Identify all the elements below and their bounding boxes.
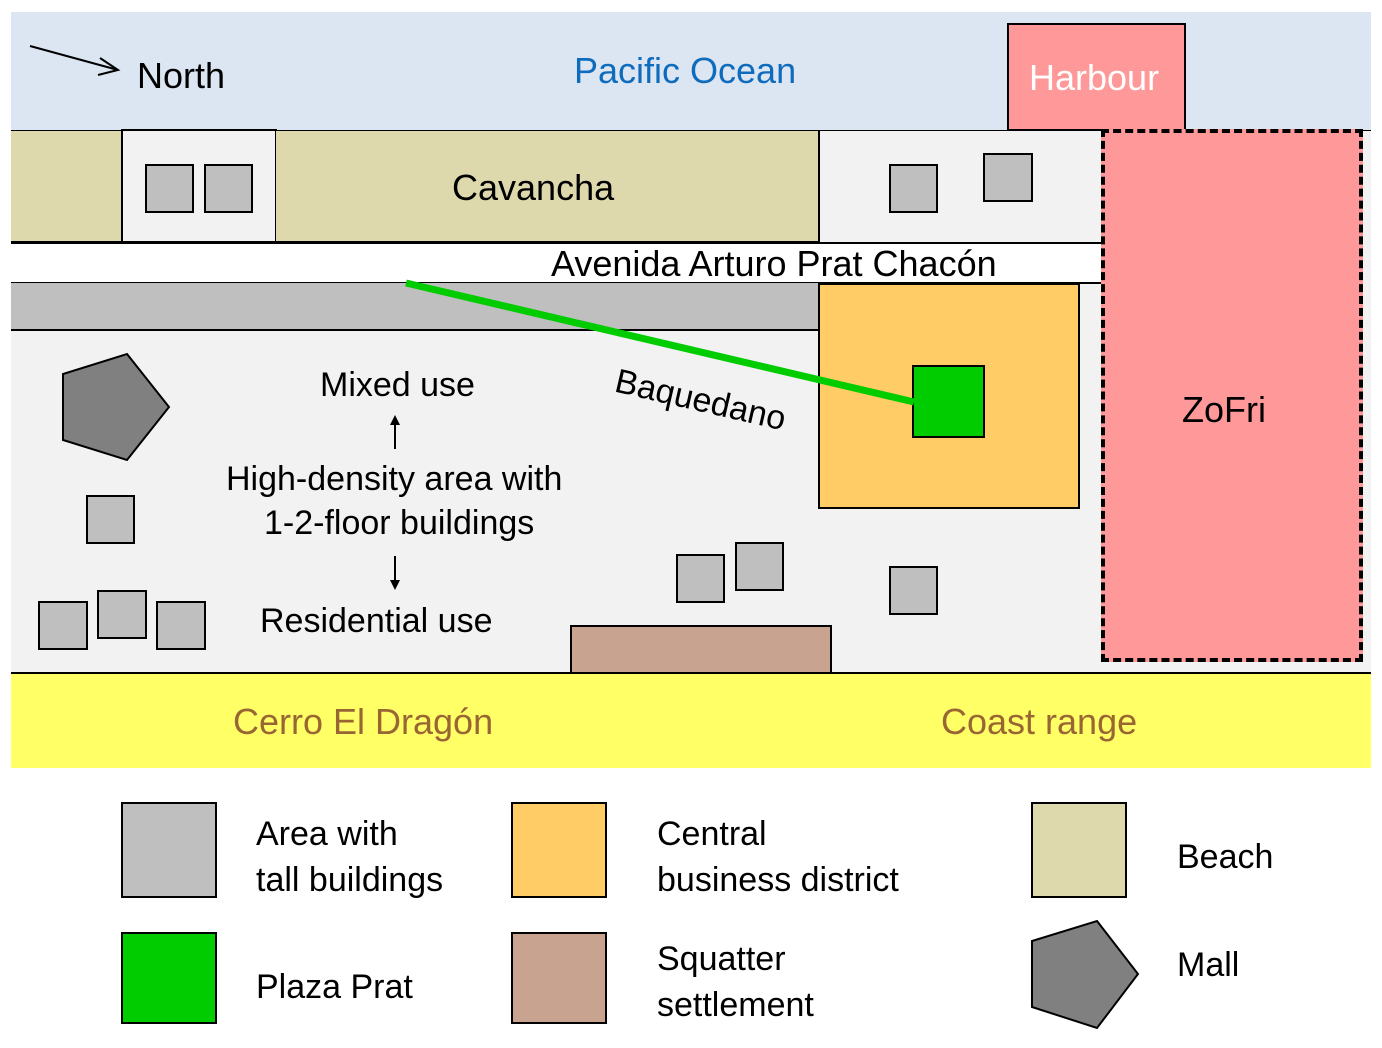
tall-building [204, 164, 253, 213]
baquedano-street [405, 279, 915, 406]
tall-building [889, 566, 938, 615]
density-label-line2: 1-2-floor buildings [264, 504, 535, 542]
zofri [1101, 129, 1363, 662]
beach-label: Cavancha [452, 167, 615, 208]
beach-left [11, 130, 122, 243]
legend-label-squatter: Squatter settlement [657, 940, 814, 1024]
tall-building [145, 164, 194, 213]
tall-building [156, 601, 206, 650]
tall-building [983, 153, 1033, 202]
tall-building [676, 554, 725, 603]
legend-swatch-plaza [121, 932, 217, 1024]
residential-use-label: Residential use [260, 602, 493, 640]
tall-building [38, 601, 88, 650]
up-arrow-icon [390, 415, 400, 449]
coast-range [11, 672, 1371, 768]
central-business-district [818, 283, 1080, 509]
tall-building [86, 495, 135, 544]
avenue-label: Avenida Arturo Prat Chacón [551, 243, 997, 284]
plaza-prat [912, 365, 985, 438]
beach-cavancha [276, 130, 820, 243]
tall-buildings-strip [11, 283, 821, 331]
mixed-use-label: Mixed use [320, 366, 475, 404]
legend-swatch-squatter [511, 932, 607, 1024]
harbour-label: Harbour [1029, 57, 1160, 98]
legend-label-cbd: Central business district [657, 815, 899, 899]
tall-building [889, 164, 938, 213]
harbour [1007, 23, 1186, 131]
north-label: North [137, 55, 226, 96]
legend-label-mall: Mall [1177, 946, 1240, 984]
legend-label-plaza: Plaza Prat [256, 968, 413, 1006]
legend-label-tall-buildings: Area with tall buildings [256, 815, 444, 899]
density-label-line1: High-density area with [226, 460, 563, 498]
squatter-settlement [570, 625, 832, 674]
down-arrow-icon [390, 556, 400, 590]
legend-label-beach: Beach [1177, 838, 1274, 876]
legend-swatch-tall-buildings [121, 802, 217, 898]
hills-right-label: Coast range [941, 701, 1138, 742]
hills-left-label: Cerro El Dragón [233, 701, 494, 742]
legend-swatch-beach [1031, 802, 1127, 898]
zofri-label: ZoFri [1182, 389, 1266, 430]
ocean-label: Pacific Ocean [574, 50, 797, 91]
legend-swatch-cbd [511, 802, 607, 898]
tall-building [735, 542, 784, 591]
mall-icon [62, 352, 171, 462]
north-arrow-icon [29, 45, 121, 76]
tall-building [97, 590, 147, 639]
